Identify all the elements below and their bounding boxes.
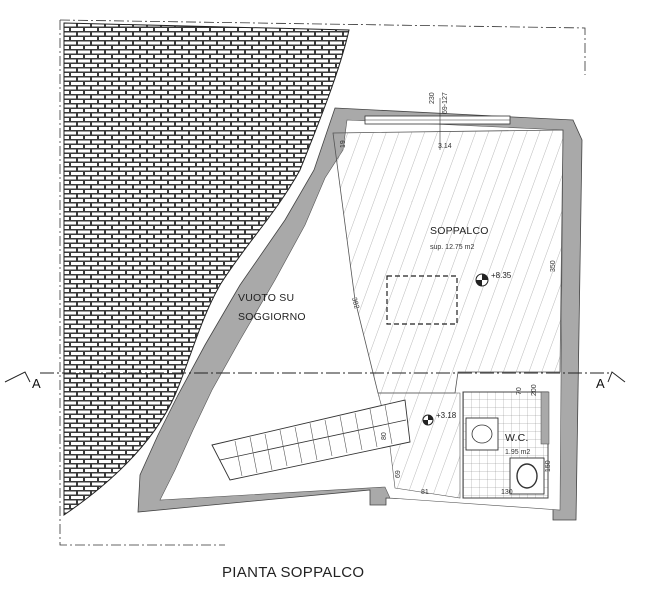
dimension-130: 130 [501,489,513,496]
dimension-70: 70 [516,387,523,395]
site-boundary-top [59,19,586,75]
wc-wall-strip [540,391,550,445]
dimension-382: 382 [350,297,360,310]
drawing-title: PIANTA SOPPALCO [222,564,365,581]
room-name-soppalco: SOPPALCO [430,225,489,237]
room-name-wc: W.C. [505,432,529,444]
dimension-350: 350 [550,260,557,272]
soppalco-floor [332,129,564,394]
dimension-314: 3.14 [438,143,452,150]
void-label-line1: VUOTO SU [238,292,294,304]
dimension-69: 69 [395,470,402,478]
void-label-line2: SOGGIORNO [238,311,306,323]
site-boundary-left [59,20,225,546]
window-top [364,115,511,125]
floor-opening [386,275,458,325]
section-arrow-left [4,371,31,383]
room-area-wc: 1.95 m2 [505,449,530,456]
dimension-230: 230 [429,92,436,104]
roof-hatched-area [63,22,350,516]
dimension-81: 81 [421,489,429,496]
sink-fixture [465,417,499,451]
dimension-69-127: 69-127 [442,92,449,114]
section-marker-right: A [596,376,605,391]
level-symbol-stair [422,414,434,426]
dimension-150: 150 [545,460,552,472]
section-marker-left: A [32,376,41,391]
sink-basin [471,424,493,444]
level-label-soppalco: +8.35 [491,271,512,280]
stair [211,399,411,481]
section-arrow-right [607,371,626,383]
dimension-80: 80 [381,432,388,440]
level-label-stair: +3.18 [436,411,457,420]
level-symbol-soppalco [475,273,489,287]
dimension-200: 200 [531,384,538,396]
room-area-soppalco: sup. 12.75 m2 [430,244,474,251]
toilet-bowl [516,463,538,489]
dimension-19: 19 [340,140,347,148]
